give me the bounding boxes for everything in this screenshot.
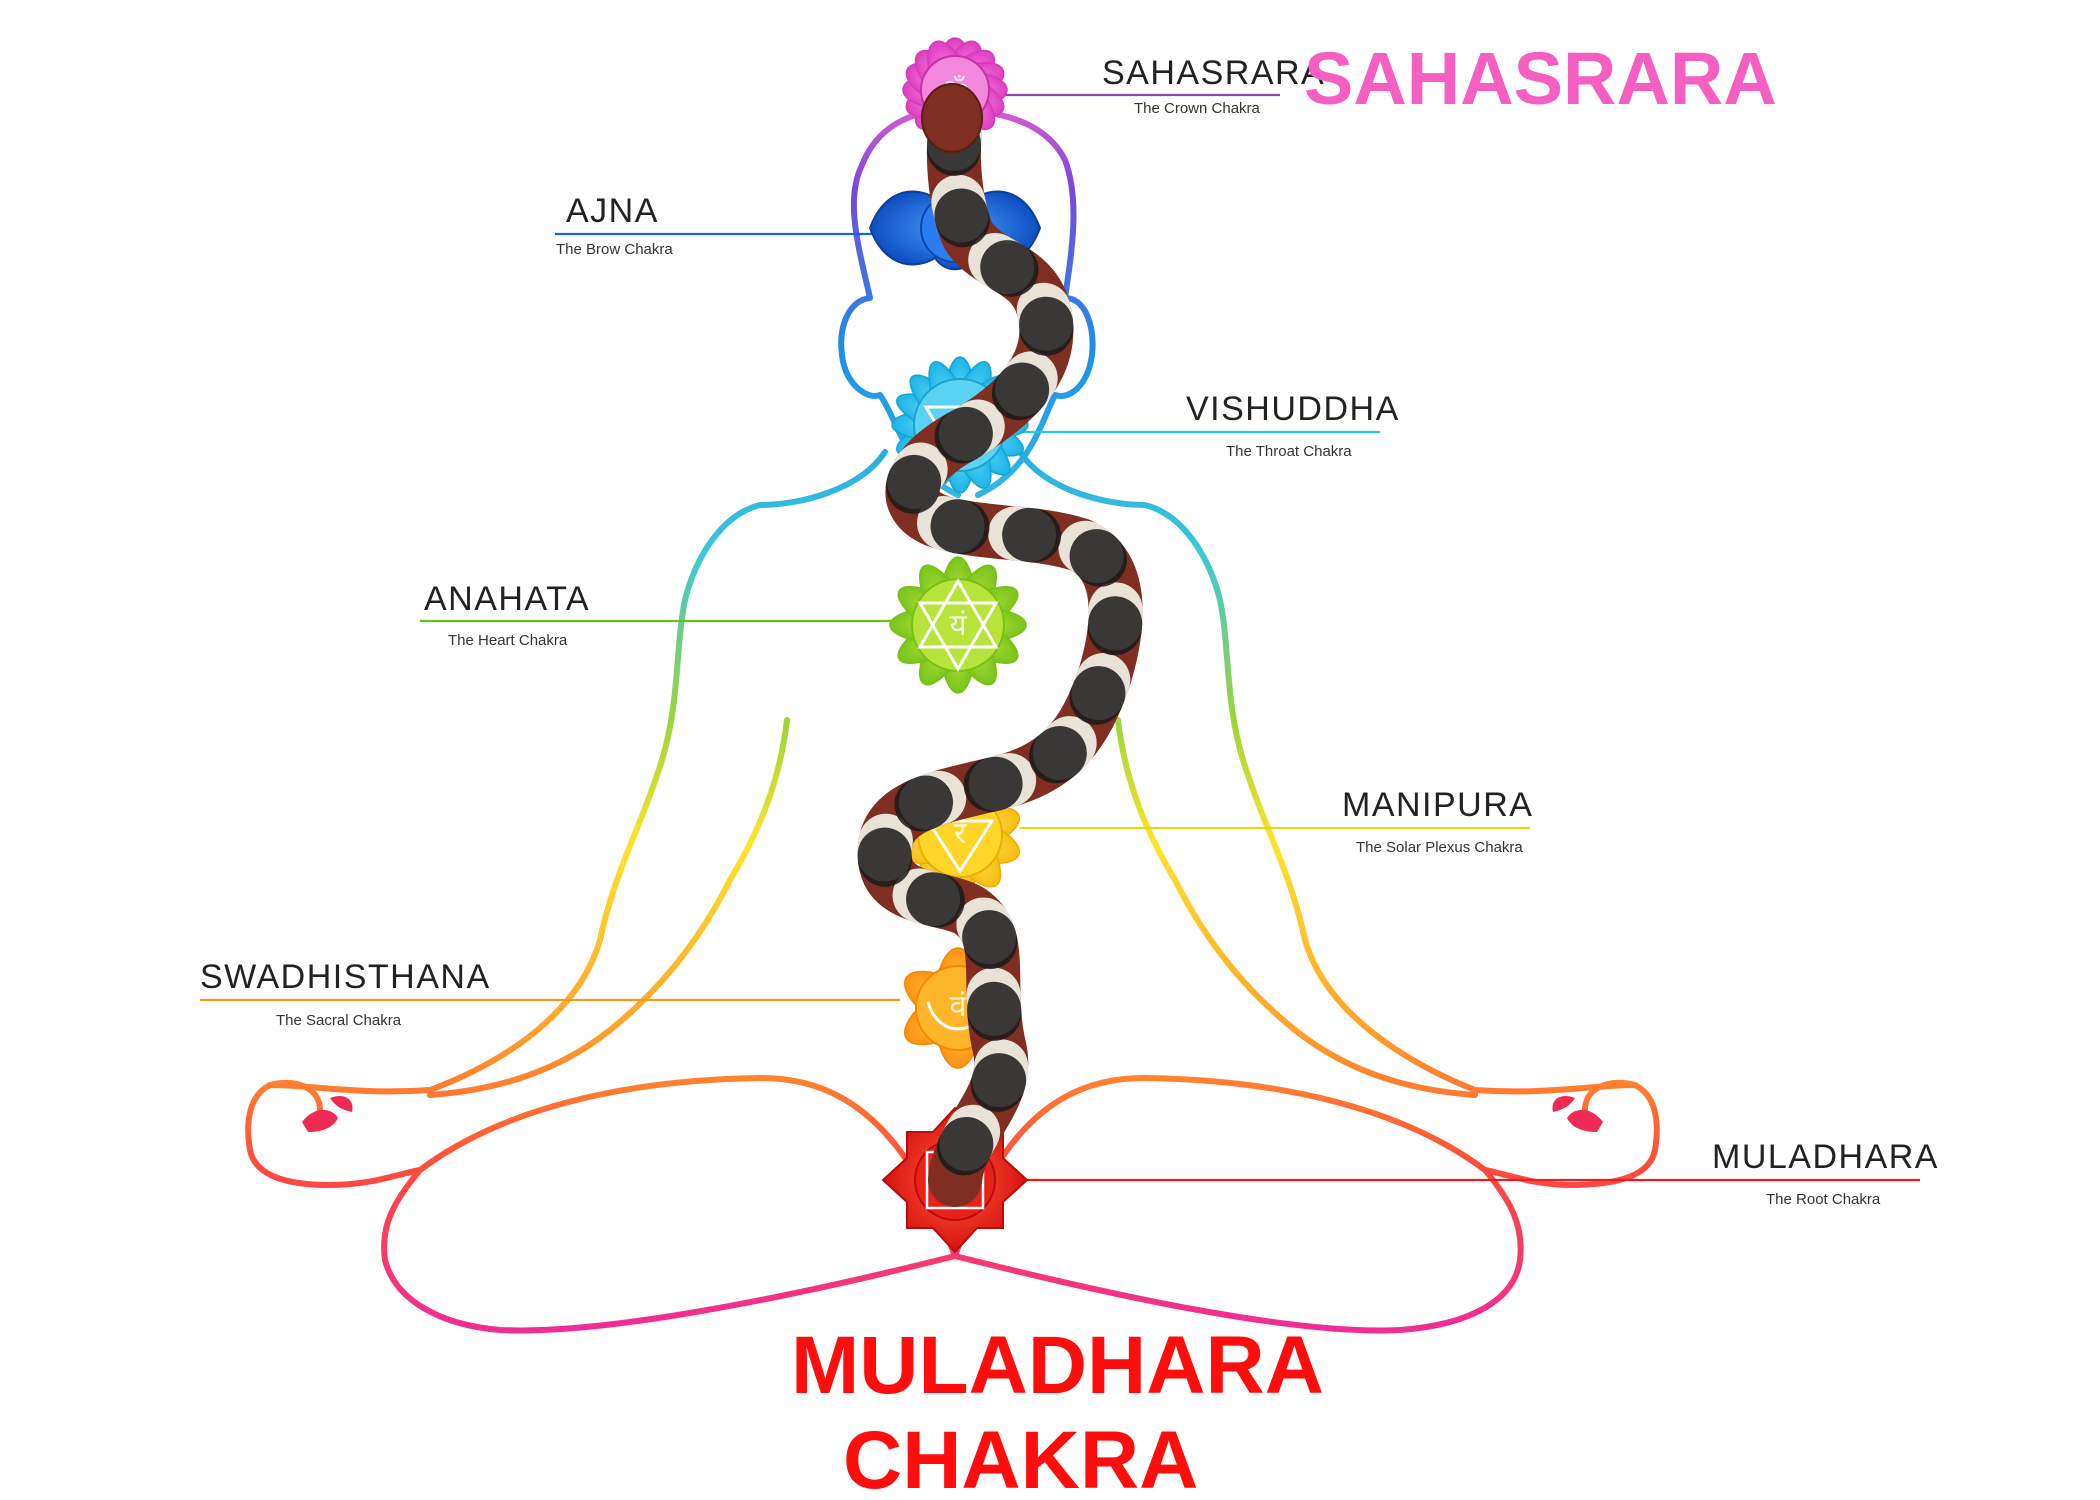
right-foot-outline (1582, 1080, 1638, 1113)
muladhara-label: MULADHARA (1712, 1138, 1939, 1176)
headline-chakra: CHAKRA (843, 1415, 1198, 1500)
manipura-subtitle: The Solar Plexus Chakra (1356, 839, 1523, 856)
sahasrara-subtitle: The Crown Chakra (1134, 100, 1261, 117)
muladhara-subtitle: The Root Chakra (1766, 1191, 1881, 1208)
left-hand-mudra (302, 1095, 353, 1132)
headline-sahasrara: SAHASRARA (1304, 37, 1777, 120)
sahasrara-label: SAHASRARA (1102, 54, 1325, 92)
right-hand-mudra (1552, 1095, 1603, 1132)
vishuddha-label: VISHUDDHA (1186, 390, 1400, 428)
right-inner-leg-outline (952, 1075, 1488, 1259)
chakra-labels: SAHASRARA The Crown Chakra AJNA The Brow… (200, 54, 1939, 1208)
anahata-label: ANAHATA (424, 580, 590, 618)
left-inner-leg-outline (417, 1075, 958, 1259)
serpent-head (921, 83, 983, 153)
svg-text:यं: यं (949, 608, 967, 643)
swadhisthana-subtitle: The Sacral Chakra (276, 1012, 402, 1029)
swadhisthana-label: SWADHISTHANA (200, 958, 491, 996)
vishuddha-subtitle: The Throat Chakra (1226, 443, 1352, 460)
manipura-label: MANIPURA (1342, 786, 1533, 824)
leader-lines (200, 93, 1920, 1182)
ajna-subtitle: The Brow Chakra (556, 241, 673, 258)
left-inner-arm-outline (427, 717, 790, 1098)
body-outline (245, 107, 1660, 1334)
headline-muladhara: MULADHARA (791, 1320, 1324, 1411)
kundalini-serpent (857, 83, 1143, 1207)
anahata-subtitle: The Heart Chakra (448, 632, 568, 649)
right-inner-arm-outline (1115, 717, 1478, 1098)
ajna-label: AJNA (566, 192, 659, 230)
headlines: SAHASRARA MULADHARA CHAKRA (791, 37, 1777, 1500)
left-foot-outline (267, 1080, 323, 1113)
svg-text:रं: रं (954, 816, 967, 851)
svg-text:वं: वं (950, 989, 968, 1024)
anahata-chakra-icon: यं (889, 556, 1027, 694)
